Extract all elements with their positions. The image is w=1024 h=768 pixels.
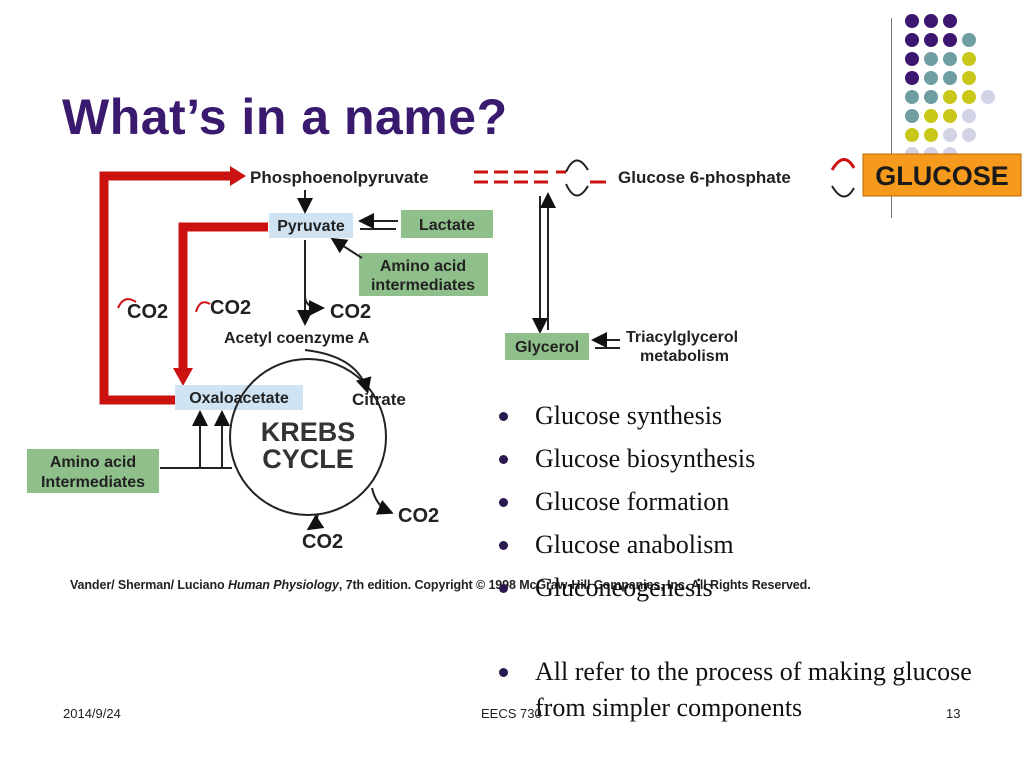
label-phosphoenolpyruvate: Phosphoenolpyruvate [250,168,429,187]
pyruvate-box [269,213,353,238]
co2-leave-bottom [306,513,325,531]
decorative-dot [905,90,919,104]
decorative-dot [924,128,938,142]
decorative-dot [943,33,957,47]
label-glucose-6-phosphate: Glucose 6-phosphate [618,168,791,187]
decorative-dot [924,109,938,123]
decorative-dot [905,33,919,47]
label-co2-left: CO2 [127,301,168,323]
label-metabolism: metabolism [640,348,729,365]
list-item: Gluconeogenesis [494,570,985,610]
lactate-box [401,210,493,238]
decorative-dot [962,71,976,85]
decorative-dot [981,90,995,104]
decorative-dot [905,52,919,66]
decorative-dot [924,71,938,85]
list-item: Glucose synthesis [494,398,985,441]
label-krebs: KREBS [261,417,356,447]
bullet-icon [499,541,508,550]
bullet-icon [499,455,508,464]
label-acetyl-coa: Acetyl coenzyme A [224,330,370,347]
co2-curl-right [195,301,211,313]
list-item: Glucose anabolism [494,527,985,570]
decorative-dot [905,14,919,28]
decorative-dot [962,128,976,142]
label-glycerol: Glycerol [515,339,579,356]
decorative-dot [943,52,957,66]
decorative-dot [962,52,976,66]
bullet-icon [499,668,508,677]
decorative-dot [943,71,957,85]
co2-branch-pyruvate [304,295,325,316]
decorative-dot [962,109,976,123]
label-amino-acid-bottom: Amino acid [50,454,136,471]
decorative-dot [924,90,938,104]
decorative-divider [891,18,892,218]
decorative-dot [924,33,938,47]
label-co2-pyruvate: CO2 [330,301,371,323]
figure-caption: Vander/ Sherman/ Luciano Human Physiolog… [70,578,811,592]
label-triacylglycerol: Triacylglycerol [626,329,738,346]
decorative-dot [962,90,976,104]
label-amino-acid-top: Amino acid [380,258,466,275]
decorative-dot [943,128,957,142]
bullet-icon [499,498,508,507]
co2-curl-left [117,298,137,309]
decorative-dot [943,90,957,104]
decorative-dot [943,14,957,28]
list-item: Glucose formation [494,484,985,527]
label-co2-right: CO2 [398,505,439,527]
red-dashed-arrows [474,170,606,184]
decorative-dot [962,33,976,47]
footer-course: EECS 730 [481,706,542,721]
decorative-dot [905,71,919,85]
book-title: Human Physiology [227,578,339,592]
label-glucose: GLUCOSE [875,161,1009,191]
co2-leave-right [371,487,394,515]
amino-acid-box-bottom [27,449,159,493]
label-cycle: CYCLE [262,444,354,474]
bullet-icon [499,412,508,421]
glucose-curl-top [830,158,856,171]
footer-page-number: 13 [946,706,961,721]
list-item: Glucose biosynthesis [494,441,985,484]
list-item: All refer to the process of making gluco… [494,654,985,726]
arrow-acetyl-to-citrate [304,349,372,394]
cycle-arc-2 [565,183,589,197]
decorative-dot [943,109,957,123]
decorative-dot [905,128,919,142]
decorative-dot [905,109,919,123]
cycle-arc-1 [565,159,589,173]
footer-date: 2014/9/24 [63,706,121,721]
glucose-box [862,153,1022,197]
label-intermediates-top: intermediates [371,277,475,294]
red-pathway-inner [178,222,268,370]
decorative-dot [924,14,938,28]
arrow-amino-to-pyruvate [330,237,363,259]
label-pyruvate: Pyruvate [277,218,345,235]
label-co2-mid: CO2 [210,297,251,319]
bullet-icon [499,584,508,593]
label-co2-bottom: CO2 [302,531,343,553]
label-intermediates-bottom: Intermediates [41,474,145,491]
red-arrowhead-pep [230,166,246,186]
label-lactate: Lactate [419,217,475,234]
red-pathway-outer [99,171,232,405]
glycerol-box [505,333,589,360]
bullet-list: Glucose synthesis Glucose biosynthesis G… [494,398,985,726]
list-item [494,610,985,654]
red-arrowhead-oxaloacetate [173,368,193,386]
glucose-curl-bottom [831,185,855,198]
label-citrate: Citrate [352,390,406,409]
decorative-dot [924,52,938,66]
slide-title: What’s in a name? [62,89,508,145]
gluconeogenesis-diagram: Phosphoenolpyruvate Glucose 6-phosphate … [27,153,1022,553]
amino-acid-box-top [359,253,488,296]
oxaloacetate-box [175,385,303,410]
